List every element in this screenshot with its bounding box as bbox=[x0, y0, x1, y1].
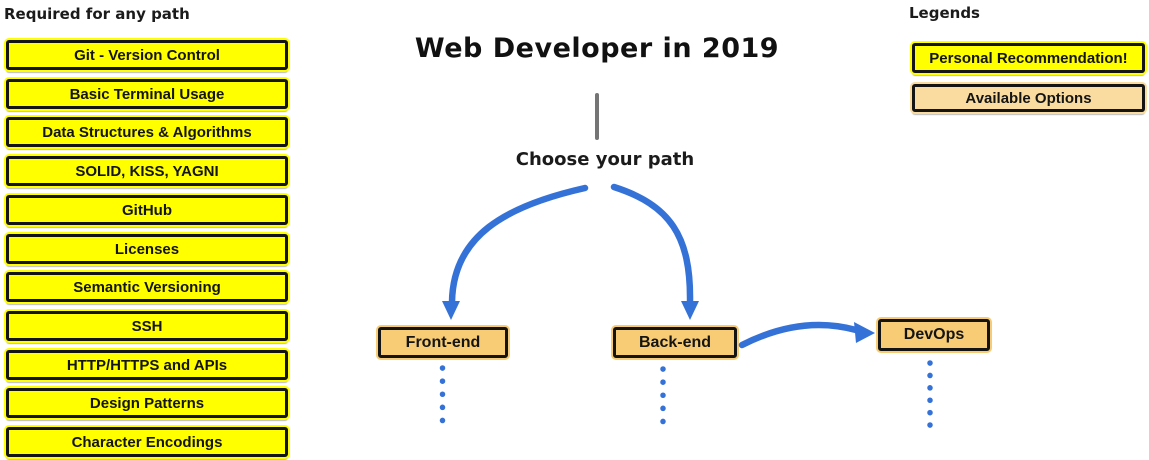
required-item-box: SSH bbox=[6, 311, 288, 341]
path-node-frontend: Front-end bbox=[378, 327, 508, 358]
path-node-label: Front-end bbox=[405, 333, 481, 351]
required-item-box: Semantic Versioning bbox=[6, 272, 288, 302]
legend-label: Available Options bbox=[965, 89, 1092, 107]
arrowhead-backend-icon bbox=[681, 301, 699, 320]
required-item-box: HTTP/HTTPS and APIs bbox=[6, 350, 288, 380]
required-item-box: Git - Version Control bbox=[6, 40, 288, 70]
required-item-label: Character Encodings bbox=[71, 433, 223, 451]
required-item-box: Character Encodings bbox=[6, 427, 288, 457]
page-title: Web Developer in 2019 bbox=[414, 33, 780, 64]
required-item-label: HTTP/HTTPS and APIs bbox=[66, 356, 228, 374]
required-item-label: Design Patterns bbox=[89, 394, 205, 412]
arrow-backend-to-devops bbox=[738, 321, 860, 349]
required-item-label: SOLID, KISS, YAGNI bbox=[75, 162, 219, 180]
required-item-label: Basic Terminal Usage bbox=[69, 85, 225, 103]
legend-label: Personal Recommendation! bbox=[929, 49, 1128, 67]
arrowhead-devops-icon bbox=[854, 322, 875, 343]
required-item-label: Git - Version Control bbox=[74, 46, 220, 64]
required-item-label: GitHub bbox=[122, 201, 172, 219]
legend-personal-recommendation: Personal Recommendation! bbox=[912, 43, 1145, 73]
legends-header: Legends bbox=[909, 4, 980, 22]
required-item-label: Semantic Versioning bbox=[73, 278, 221, 296]
path-node-backend: Back-end bbox=[613, 327, 737, 358]
arrowhead-frontend-icon bbox=[442, 301, 460, 320]
legend-available-options: Available Options bbox=[912, 84, 1145, 112]
required-item-box: Design Patterns bbox=[6, 388, 288, 418]
required-item-label: Data Structures & Algorithms bbox=[42, 123, 252, 141]
required-section-header: Required for any path bbox=[4, 5, 190, 23]
required-item-label: SSH bbox=[131, 317, 163, 335]
path-node-devops: DevOps bbox=[878, 319, 990, 351]
required-item-box: Data Structures & Algorithms bbox=[6, 117, 288, 147]
arrow-choose-to-frontend bbox=[448, 184, 589, 306]
required-item-box: Licenses bbox=[6, 234, 288, 264]
title-stem-line bbox=[595, 93, 599, 140]
required-item-box: Basic Terminal Usage bbox=[6, 79, 288, 109]
choose-path-label: Choose your path bbox=[515, 149, 695, 170]
path-node-label: Back-end bbox=[638, 333, 712, 351]
required-item-box: GitHub bbox=[6, 195, 288, 225]
path-node-label: DevOps bbox=[903, 326, 965, 343]
arrow-choose-to-backend bbox=[610, 183, 694, 306]
required-item-box: SOLID, KISS, YAGNI bbox=[6, 156, 288, 186]
required-item-label: Licenses bbox=[114, 240, 180, 258]
